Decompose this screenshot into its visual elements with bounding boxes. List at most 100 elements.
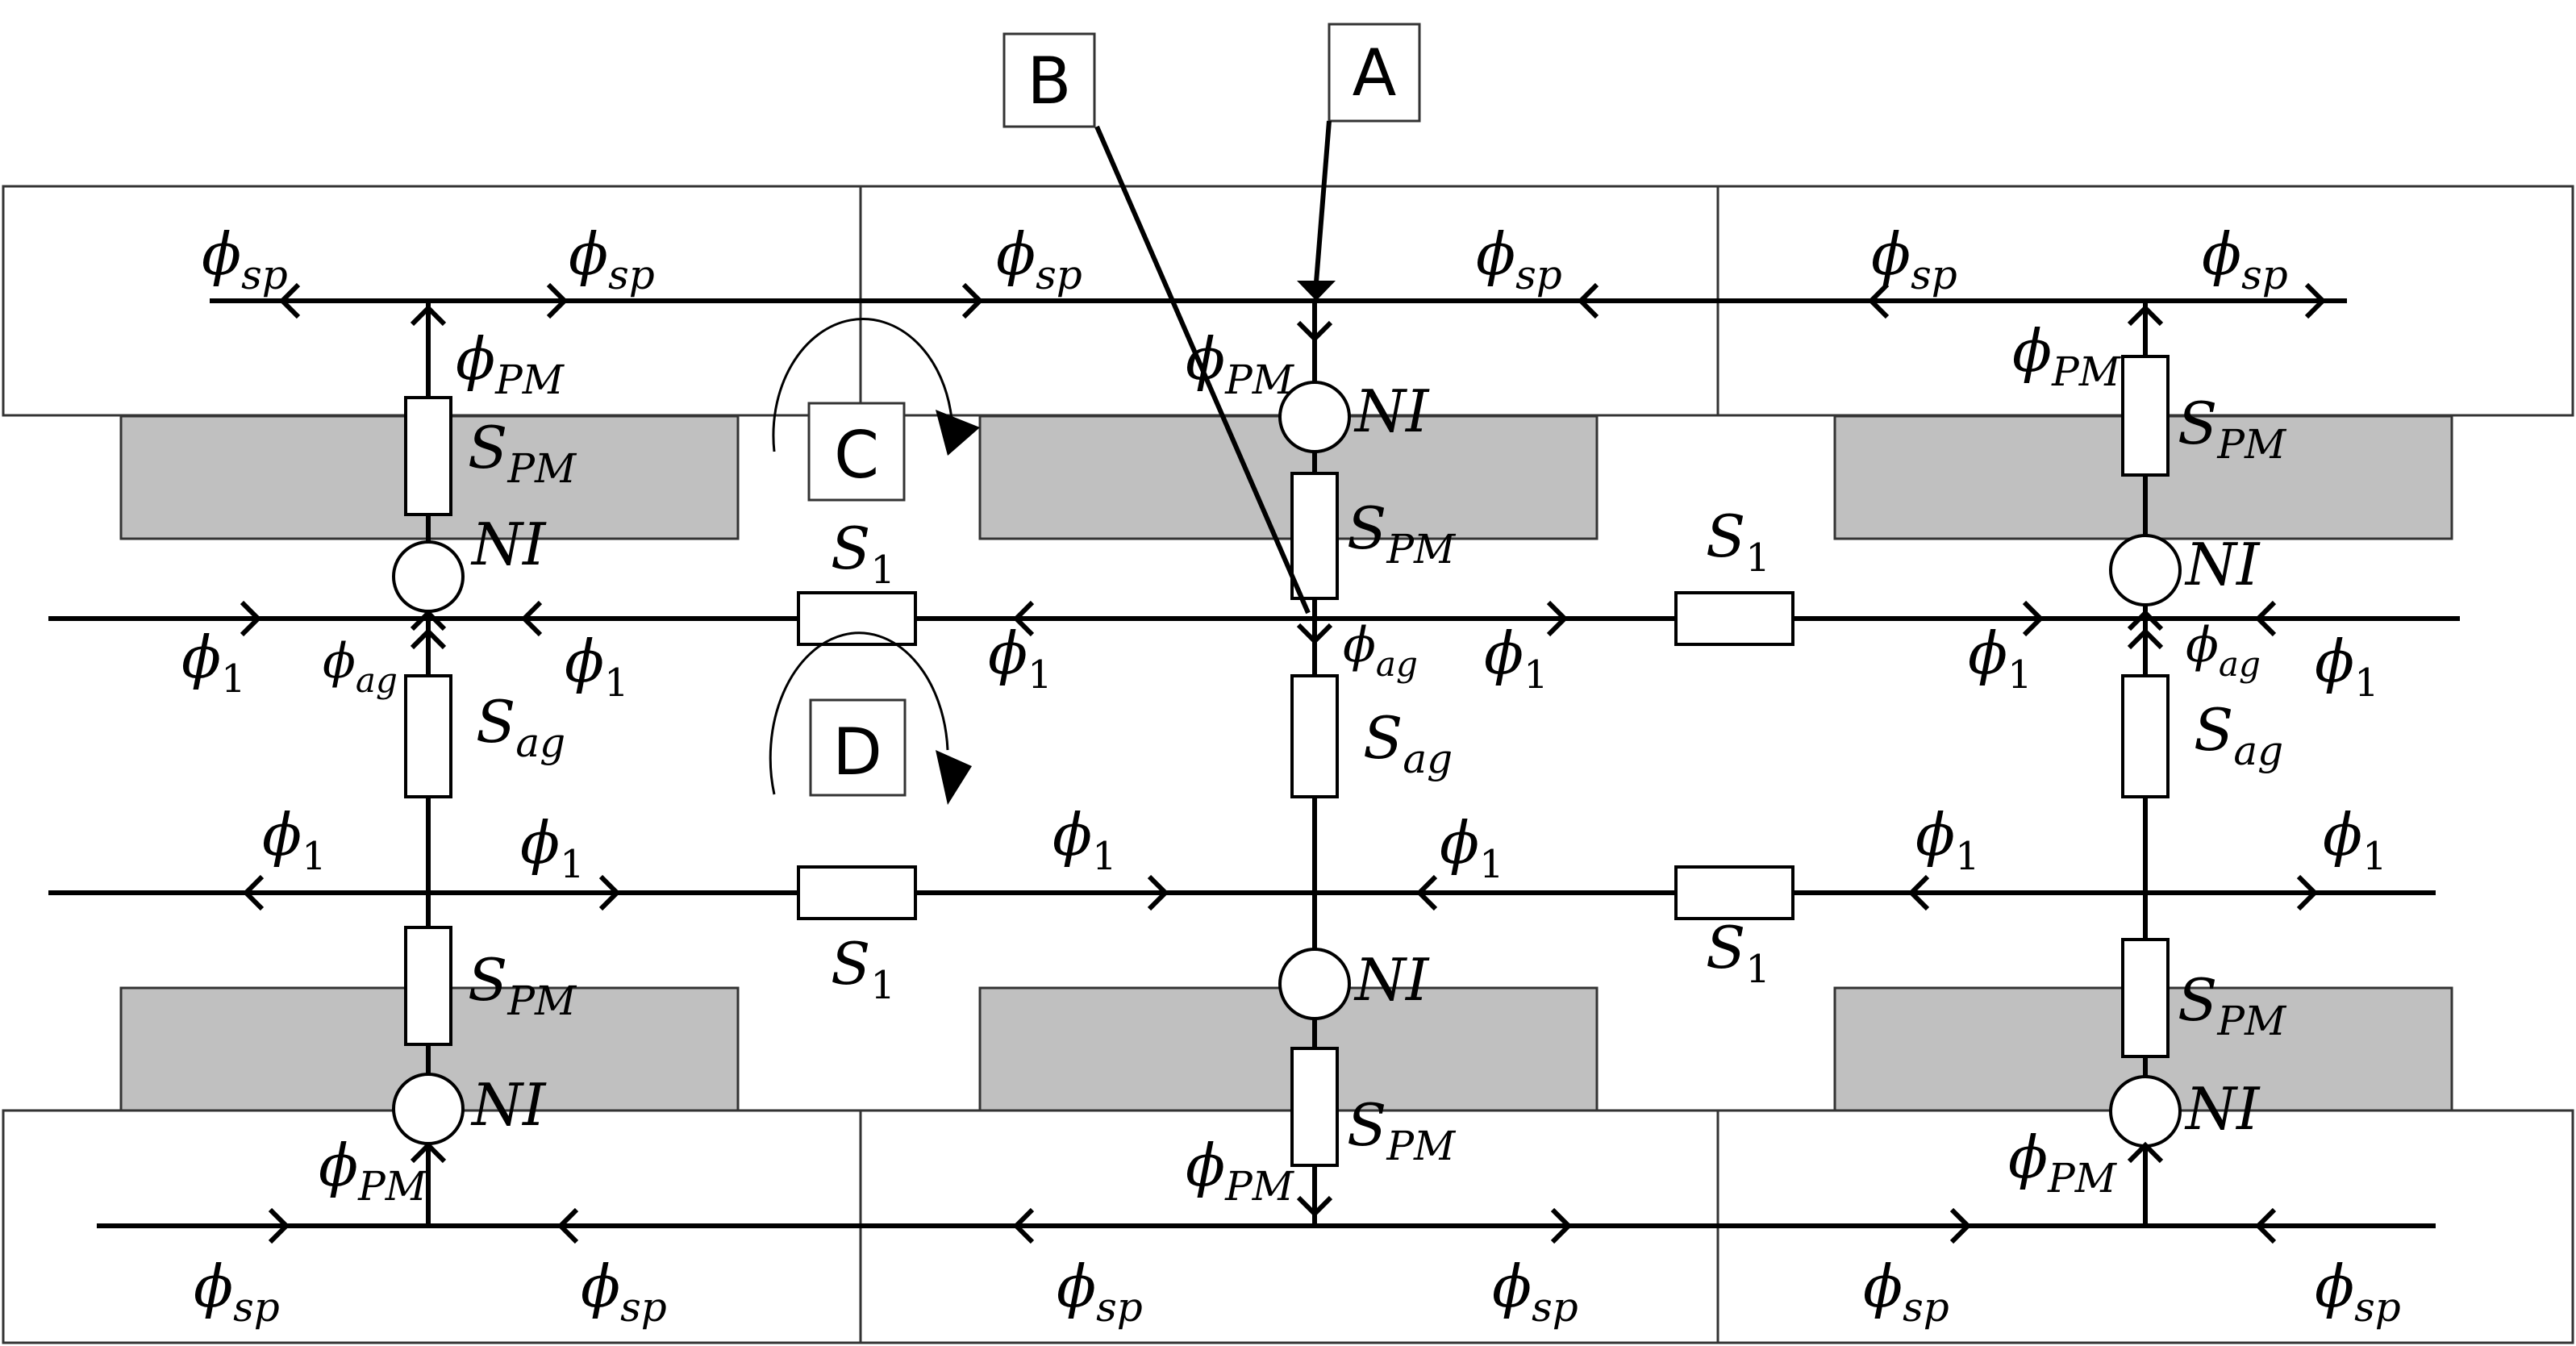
flux-arrow-right bbox=[546, 282, 569, 319]
flux-sp-label: ϕsp bbox=[2315, 1252, 2401, 1331]
loop-c-arc bbox=[772, 318, 953, 452]
flux-sp-label: ϕsp bbox=[1057, 1252, 1143, 1331]
reluctance-pm-bottom-left bbox=[404, 926, 452, 1046]
flux-1-label: ϕ1 bbox=[565, 627, 629, 706]
reluctance-pm-bottom-right bbox=[2121, 938, 2170, 1058]
reluctance-elements bbox=[404, 355, 2170, 1167]
reluctance-s1-lower-left bbox=[797, 865, 917, 920]
mmf-source-label: NI bbox=[2184, 1075, 2261, 1143]
flux-1-label: ϕ1 bbox=[1484, 619, 1549, 698]
flux-sp-label: ϕsp bbox=[194, 1252, 280, 1331]
flux-sp-label: ϕsp bbox=[996, 220, 1082, 298]
reluctance-ag-middle bbox=[1290, 674, 1339, 798]
flux-pm-label: ϕPM bbox=[2012, 317, 2122, 395]
mmf-source-upper-middle bbox=[1278, 381, 1351, 453]
reluctance-1-label: S1 bbox=[831, 515, 895, 593]
flux-sp-label: ϕsp bbox=[569, 220, 655, 298]
flux-ag-label: ϕag bbox=[323, 633, 398, 700]
flux-pm-label: ϕPM bbox=[319, 1131, 428, 1210]
flux-arrow-left bbox=[556, 1207, 579, 1244]
flux-arrow-left bbox=[1867, 282, 1890, 319]
mmf-source-upper-left bbox=[392, 540, 465, 613]
reluctance-ag-label: Sag bbox=[2194, 696, 2283, 774]
flux-ag-label: ϕag bbox=[1343, 617, 1418, 684]
flux-arrow-up bbox=[410, 304, 447, 327]
flux-sp-label: ϕsp bbox=[1476, 220, 1562, 298]
reluctance-pm-label: SPM bbox=[1347, 1091, 1457, 1169]
mmf-source-label: NI bbox=[1353, 946, 1430, 1014]
flux-arrow-down bbox=[1296, 1195, 1333, 1218]
flux-1-label: ϕ1 bbox=[1052, 801, 1117, 879]
flux-arrow-up bbox=[410, 609, 447, 631]
flux-arrow-left bbox=[2254, 1207, 2277, 1244]
callout-a-box bbox=[1328, 23, 1421, 123]
callout-a-leader bbox=[1314, 120, 1332, 283]
flux-1-label: ϕ1 bbox=[1915, 801, 1980, 879]
flux-arrow-right bbox=[2022, 600, 2045, 637]
flux-arrow-left bbox=[242, 874, 265, 911]
reluctance-1-label: S1 bbox=[831, 930, 895, 1008]
mmf-source-label: NI bbox=[470, 1071, 547, 1139]
flux-arrow-right bbox=[1546, 600, 1569, 637]
flux-pm-label: ϕPM bbox=[1186, 1131, 1295, 1210]
reluctance-1-label: S1 bbox=[1706, 502, 1770, 581]
flux-sp-label: ϕsp bbox=[2202, 220, 2288, 298]
flux-1-label: ϕ1 bbox=[2315, 627, 2379, 706]
loop-d-arrowhead bbox=[936, 750, 972, 805]
mmf-source-upper-right bbox=[2109, 534, 2182, 606]
flux-arrow-right bbox=[598, 874, 621, 911]
mmf-source-label: NI bbox=[470, 510, 547, 578]
flux-sp-label: ϕsp bbox=[1871, 220, 1957, 298]
reluctance-pm-top-left bbox=[404, 396, 452, 516]
callout-d-box bbox=[809, 698, 907, 797]
flux-arrow-right bbox=[2296, 874, 2319, 911]
flux-sp-label: ϕsp bbox=[202, 220, 288, 298]
flux-pm-label: ϕPM bbox=[456, 325, 565, 403]
mmf-source-label: NI bbox=[2184, 531, 2261, 598]
mmf-sources bbox=[392, 381, 2182, 1148]
callout-c-label: C bbox=[834, 418, 879, 493]
reluctance-pm-bottom-middle bbox=[1290, 1047, 1339, 1167]
reluctance-s1-upper-right bbox=[1674, 591, 1794, 646]
reluctance-pm-top-right bbox=[2121, 355, 2170, 477]
flux-arrow-right bbox=[1550, 1207, 1573, 1244]
loop-c-arrowhead bbox=[936, 410, 980, 456]
mmf-source-lower-left bbox=[392, 1073, 465, 1145]
reluctance-pm-label: SPM bbox=[468, 414, 577, 492]
flux-1-label: ϕ1 bbox=[1968, 619, 2032, 698]
flux-arrow-right bbox=[1147, 874, 1169, 911]
flux-arrow-left bbox=[1012, 600, 1035, 637]
flux-1-label: ϕ1 bbox=[181, 623, 246, 702]
mmf-source-label: NI bbox=[1353, 377, 1430, 445]
flux-ag-label: ϕag bbox=[2186, 617, 2261, 684]
reluctance-pm-label: SPM bbox=[1347, 494, 1457, 573]
flux-arrow-up bbox=[2127, 304, 2164, 327]
flux-1-label: ϕ1 bbox=[2323, 801, 2387, 879]
flux-1-label: ϕ1 bbox=[1440, 809, 1504, 887]
flux-sp-label: ϕsp bbox=[1863, 1252, 1949, 1331]
flux-sp-label: ϕsp bbox=[581, 1252, 667, 1331]
reluctance-s1-lower-right bbox=[1674, 865, 1794, 920]
callout-b-label: B bbox=[1027, 44, 1072, 119]
flux-arrow-left bbox=[1907, 874, 1930, 911]
flux-arrow-up bbox=[2127, 627, 2164, 650]
reluctance-ag-right bbox=[2121, 674, 2170, 798]
flux-arrow-right bbox=[2304, 282, 2327, 319]
reluctance-pm-label: SPM bbox=[468, 946, 577, 1024]
flux-arrow-left bbox=[520, 600, 543, 637]
mmf-source-lower-middle bbox=[1278, 948, 1351, 1020]
flux-arrow-left bbox=[1577, 282, 1599, 319]
flux-1-label: ϕ1 bbox=[520, 809, 585, 887]
flux-arrow-left bbox=[2254, 600, 2277, 637]
flux-1-label: ϕ1 bbox=[988, 619, 1052, 698]
reluctance-s1-upper-left bbox=[797, 591, 917, 646]
flux-arrow-up bbox=[2127, 609, 2164, 631]
flux-arrow-down bbox=[1296, 320, 1333, 343]
callout-c-box bbox=[807, 402, 906, 502]
flux-arrow-right bbox=[961, 282, 984, 319]
reluctance-ag-label: Sag bbox=[1363, 704, 1453, 782]
flux-pm-label: ϕPM bbox=[2008, 1123, 2118, 1202]
reluctance-1-label: S1 bbox=[1706, 914, 1770, 992]
